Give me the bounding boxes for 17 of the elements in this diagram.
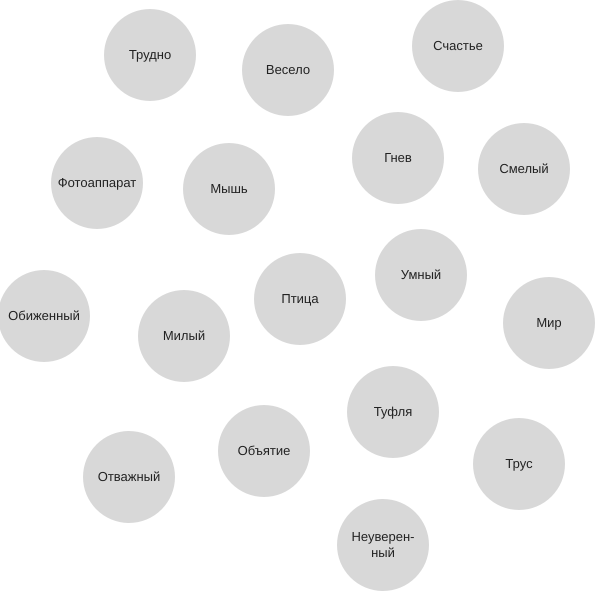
word-label: Мышь — [210, 180, 248, 198]
word-label: Фотоаппарат — [58, 174, 136, 192]
word-label: Обиженный — [8, 308, 80, 324]
word-label: Мир — [536, 314, 562, 332]
word-label: Счастье — [433, 38, 483, 54]
word-label: Гнев — [384, 150, 412, 166]
word-label: Туфля — [374, 404, 412, 420]
word-label: Милый — [162, 328, 206, 344]
word-label: Трудно — [128, 46, 172, 64]
word-label: Смелый — [499, 160, 549, 178]
word-label: Неуверен- ный — [350, 528, 416, 562]
word-label: Птица — [281, 290, 319, 308]
word-label: Умный — [400, 266, 442, 284]
word-label: Отважный — [98, 468, 160, 486]
word-label: Объятие — [238, 442, 290, 460]
word-label: Весело — [266, 62, 310, 78]
word-label: Трус — [505, 456, 533, 472]
